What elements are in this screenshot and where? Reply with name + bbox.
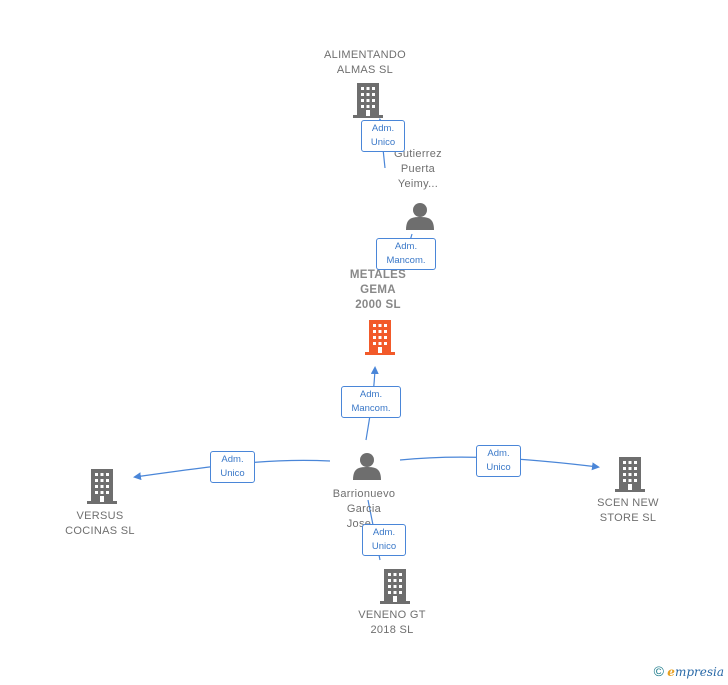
label-line: ALIMENTANDO — [324, 49, 406, 61]
label-line: ALMAS SL — [336, 64, 394, 76]
node-label-veneno[interactable]: VENENO GT 2018 SL — [342, 608, 442, 638]
brand-logo: empresia — [667, 665, 724, 679]
person-icon[interactable] — [353, 453, 381, 480]
label-line: VERSUS — [76, 510, 124, 522]
label-line: GEMA — [360, 284, 396, 296]
badge-line: Adm. — [359, 389, 383, 400]
copyright-icon: © — [653, 663, 664, 679]
person-icon[interactable] — [406, 203, 434, 230]
label-line: 2000 SL — [355, 299, 401, 311]
node-label-alimentando[interactable]: ALIMENTANDO ALMAS SL — [305, 48, 425, 78]
badge-line: Adm. — [487, 448, 510, 459]
badge-line: Adm. — [372, 527, 396, 538]
badge-line: Mancom. — [386, 255, 426, 266]
badge-line: Adm. — [394, 241, 418, 252]
badge-line: Unico — [370, 137, 396, 148]
label-line: METALES — [349, 269, 407, 281]
label-line: Barrionuevo — [332, 488, 396, 500]
building-icon[interactable] — [380, 569, 410, 604]
label-line: SCEN NEW — [597, 497, 659, 509]
label-line: Gutierrez — [394, 148, 442, 160]
edge-badge-gutierrez-alimentando[interactable]: Adm. Unico — [361, 120, 405, 152]
label-line: Garcia — [346, 503, 382, 515]
badge-line: Unico — [220, 468, 245, 479]
badge-line: Adm. — [371, 123, 395, 134]
building-icon[interactable] — [87, 469, 117, 504]
node-label-gutierrez[interactable]: Gutierrez Puerta Yeimy... — [370, 147, 466, 192]
label-line: STORE SL — [599, 512, 657, 524]
badge-line: Unico — [371, 541, 397, 552]
node-label-versus[interactable]: VERSUS COCINAS SL — [50, 509, 150, 539]
label-line: 2018 SL — [370, 624, 414, 636]
edge-badge-barrionuevo-veneno[interactable]: Adm. Unico — [362, 524, 406, 556]
edge-badge-barrionuevo-scen[interactable]: Adm. Unico — [476, 445, 521, 477]
badge-line: Adm. — [221, 454, 244, 465]
building-icon[interactable] — [353, 83, 383, 118]
building-icon[interactable] — [615, 457, 645, 492]
edge-badge-gutierrez-metales[interactable]: Adm. Mancom. — [376, 238, 436, 270]
label-line: COCINAS SL — [65, 525, 135, 537]
badge-line: Mancom. — [351, 403, 391, 414]
label-line: Yeimy... — [397, 178, 439, 190]
edge-badge-barrionuevo-versus[interactable]: Adm. Unico — [210, 451, 255, 483]
badge-line: Unico — [486, 462, 511, 473]
building-icon[interactable] — [365, 320, 395, 355]
node-label-scen[interactable]: SCEN NEW STORE SL — [578, 496, 678, 526]
label-line: VENENO GT — [358, 609, 426, 621]
label-line: Puerta — [400, 163, 436, 175]
edge-badge-barrionuevo-metales[interactable]: Adm. Mancom. — [341, 386, 401, 418]
node-label-metales[interactable]: METALES GEMA 2000 SL — [330, 268, 426, 313]
copyright-brand[interactable]: © empresia — [654, 663, 724, 679]
